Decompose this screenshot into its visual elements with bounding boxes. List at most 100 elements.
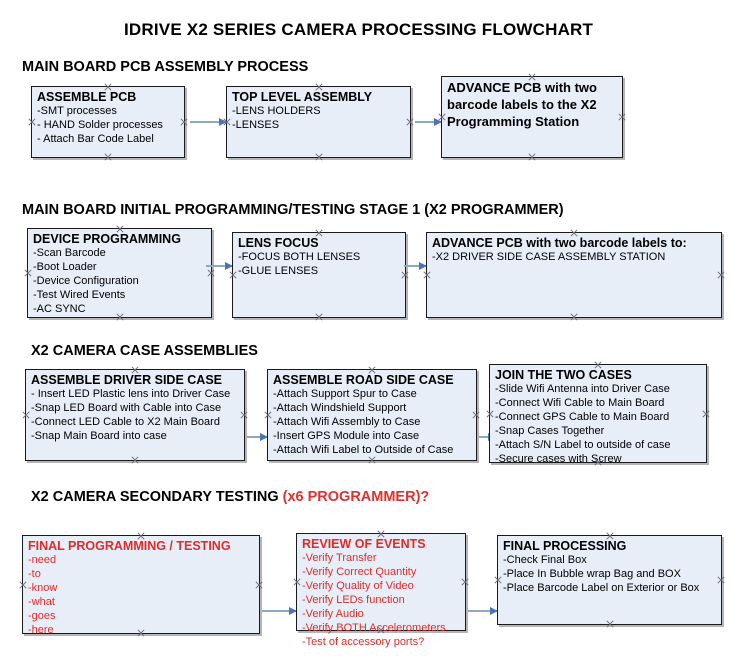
node-final-programming-testing[interactable]: FINAL PROGRAMMING / TESTING -need -to -k… [19,532,260,636]
resize-handle-bottom[interactable] [594,458,603,467]
node-line: -GLUE LENSES [238,264,319,277]
connector-3-1[interactable] [247,433,268,441]
node-line: -Device Configuration [33,274,139,287]
section-heading-4: X2 CAMERA SECONDARY TESTING (x6 PROGRAMM… [31,489,429,505]
connector-2-2[interactable] [404,262,427,270]
resize-handle-bottom[interactable] [528,153,537,162]
node-line: -goes [28,609,56,622]
resize-handle-bottom[interactable] [368,456,377,465]
node-line: -Verify LEDs function [302,593,405,606]
resize-handle-bottom[interactable] [315,313,324,322]
resize-handle-top[interactable] [605,532,614,541]
arrowhead-icon [225,262,233,270]
resize-handle-top[interactable] [377,530,386,539]
resize-handle-top[interactable] [314,83,323,92]
resize-handle-bottom[interactable] [570,313,579,322]
resize-handle-top[interactable] [115,225,124,234]
section-heading-4-text: X2 CAMERA SECONDARY TESTING [31,489,283,505]
connector-1-2[interactable] [415,118,442,126]
resize-handle-right[interactable] [702,409,711,418]
resize-handle-right[interactable] [717,271,726,280]
resize-handle-left[interactable] [24,269,33,278]
resize-handle-bottom[interactable] [104,153,113,162]
resize-handle-top[interactable] [570,229,579,238]
node-line: - Attach Bar Code Label [37,132,154,145]
resize-handle-right[interactable] [180,118,189,127]
node-top-level-assembly[interactable]: TOP LEVEL ASSEMBLY -LENS HOLDERS -LENSES [226,86,411,158]
node-final-processing[interactable]: FINAL PROCESSING -Check Final Box -Place… [497,535,722,625]
node-join-the-two-cases[interactable]: JOIN THE TWO CASES -Slide Wifi Antenna i… [486,361,707,465]
node-line: - Insert LED Plastic lens into Driver Ca… [31,388,231,400]
node-line: -LENS HOLDERS [232,105,321,117]
resize-handle-right[interactable] [240,411,249,420]
resize-handle-left[interactable] [28,118,37,127]
connector-1-1[interactable] [190,118,227,126]
connector-4-1[interactable] [262,607,297,615]
node-line: -Attach Wifi Assembly to Case [273,415,421,428]
resize-handle-bottom[interactable] [131,456,140,465]
node-title: ASSEMBLE DRIVER SIDE CASE [31,373,223,387]
resize-handle-bottom[interactable] [137,629,146,638]
resize-handle-left[interactable] [438,113,447,122]
node-advance-pcb-programming-station[interactable]: ADVANCE PCB with two barcode labels to t… [441,76,623,158]
node-advance-pcb-driver-side-station[interactable]: ADVANCE PCB with two barcode labels to: … [426,232,722,318]
resize-handle-bottom[interactable] [605,620,614,629]
resize-handle-right[interactable] [255,580,264,589]
resize-handle-top[interactable] [315,229,324,238]
resize-handle-top[interactable] [528,73,537,82]
node-line: -Attach Windshield Support [273,401,407,414]
resize-handle-bottom[interactable] [314,153,323,162]
node-line: -to [28,567,41,580]
node-line: -Attach Wifi Label to Outside of Case [273,443,454,456]
resize-handle-left[interactable] [293,578,302,587]
section-heading-3: X2 CAMERA CASE ASSEMBLIES [31,343,258,359]
resize-handle-top[interactable] [137,532,146,541]
resize-handle-top[interactable] [594,361,603,370]
resize-handle-right[interactable] [461,578,470,587]
resize-handle-right[interactable] [401,271,410,280]
node-line: -SMT processes [37,105,117,117]
node-assemble-driver-side-case[interactable]: ASSEMBLE DRIVER SIDE CASE - Insert LED P… [25,369,245,461]
resize-handle-top[interactable] [131,366,140,375]
node-line: -Attach S/N Label to outside of case [495,438,671,451]
node-line: -Boot Loader [33,260,97,273]
node-line: -Slide Wifi Antenna into Driver Case [495,383,670,395]
resize-handle-left[interactable] [19,580,28,589]
node-line: -Verify Audio [302,607,364,620]
resize-handle-right[interactable] [717,576,726,585]
page-title: IDRIVE X2 SERIES CAMERA PROCESSING FLOWC… [124,20,594,39]
resize-handle-right[interactable] [618,113,627,122]
node-line: -Verify Transfer [302,552,377,564]
connector-4-2[interactable] [468,607,498,615]
node-assemble-pcb[interactable]: ASSEMBLE PCB -SMT processes - HAND Solde… [31,86,185,158]
node-line: -Verify Quality of Video [302,579,414,592]
resize-handle-bottom[interactable] [115,313,124,322]
resize-handle-left[interactable] [229,271,238,280]
node-line: -need [28,554,57,566]
node-title: LENS FOCUS [238,236,319,250]
resize-handle-left[interactable] [223,118,232,127]
node-lens-focus[interactable]: LENS FOCUS -FOCUS BOTH LENSES -GLUE LENS… [232,232,406,318]
resize-handle-right[interactable] [207,269,216,278]
node-line: -Verify BOTH Accelerometers [302,621,446,634]
node-line: -Check Final Box [503,554,587,566]
resize-handle-bottom[interactable] [377,626,386,635]
node-line: -Test Wired Events [33,288,126,301]
resize-handle-left[interactable] [423,271,432,280]
node-device-programming[interactable]: DEVICE PROGRAMMING -Scan Barcode -Boot L… [27,228,212,318]
node-line: -Attach Support Spur to Case [273,388,417,400]
resize-handle-left[interactable] [486,409,495,418]
node-assemble-road-side-case[interactable]: ASSEMBLE ROAD SIDE CASE -Attach Support … [267,369,477,461]
resize-handle-left[interactable] [264,411,273,420]
resize-handle-left[interactable] [22,411,31,420]
node-line: - HAND Solder processes [37,118,163,131]
node-line: -Connect GPS Cable to Main Board [495,410,670,423]
resize-handle-top[interactable] [104,83,113,92]
node-review-of-events[interactable]: REVIEW OF EVENTS -Verify Transfer -Verif… [293,530,466,648]
resize-handle-right[interactable] [406,118,415,127]
connector-2-1[interactable] [206,262,233,270]
resize-handle-right[interactable] [472,411,481,420]
resize-handle-left[interactable] [494,576,503,585]
node-line: -FOCUS BOTH LENSES [238,251,361,263]
resize-handle-top[interactable] [368,366,377,375]
